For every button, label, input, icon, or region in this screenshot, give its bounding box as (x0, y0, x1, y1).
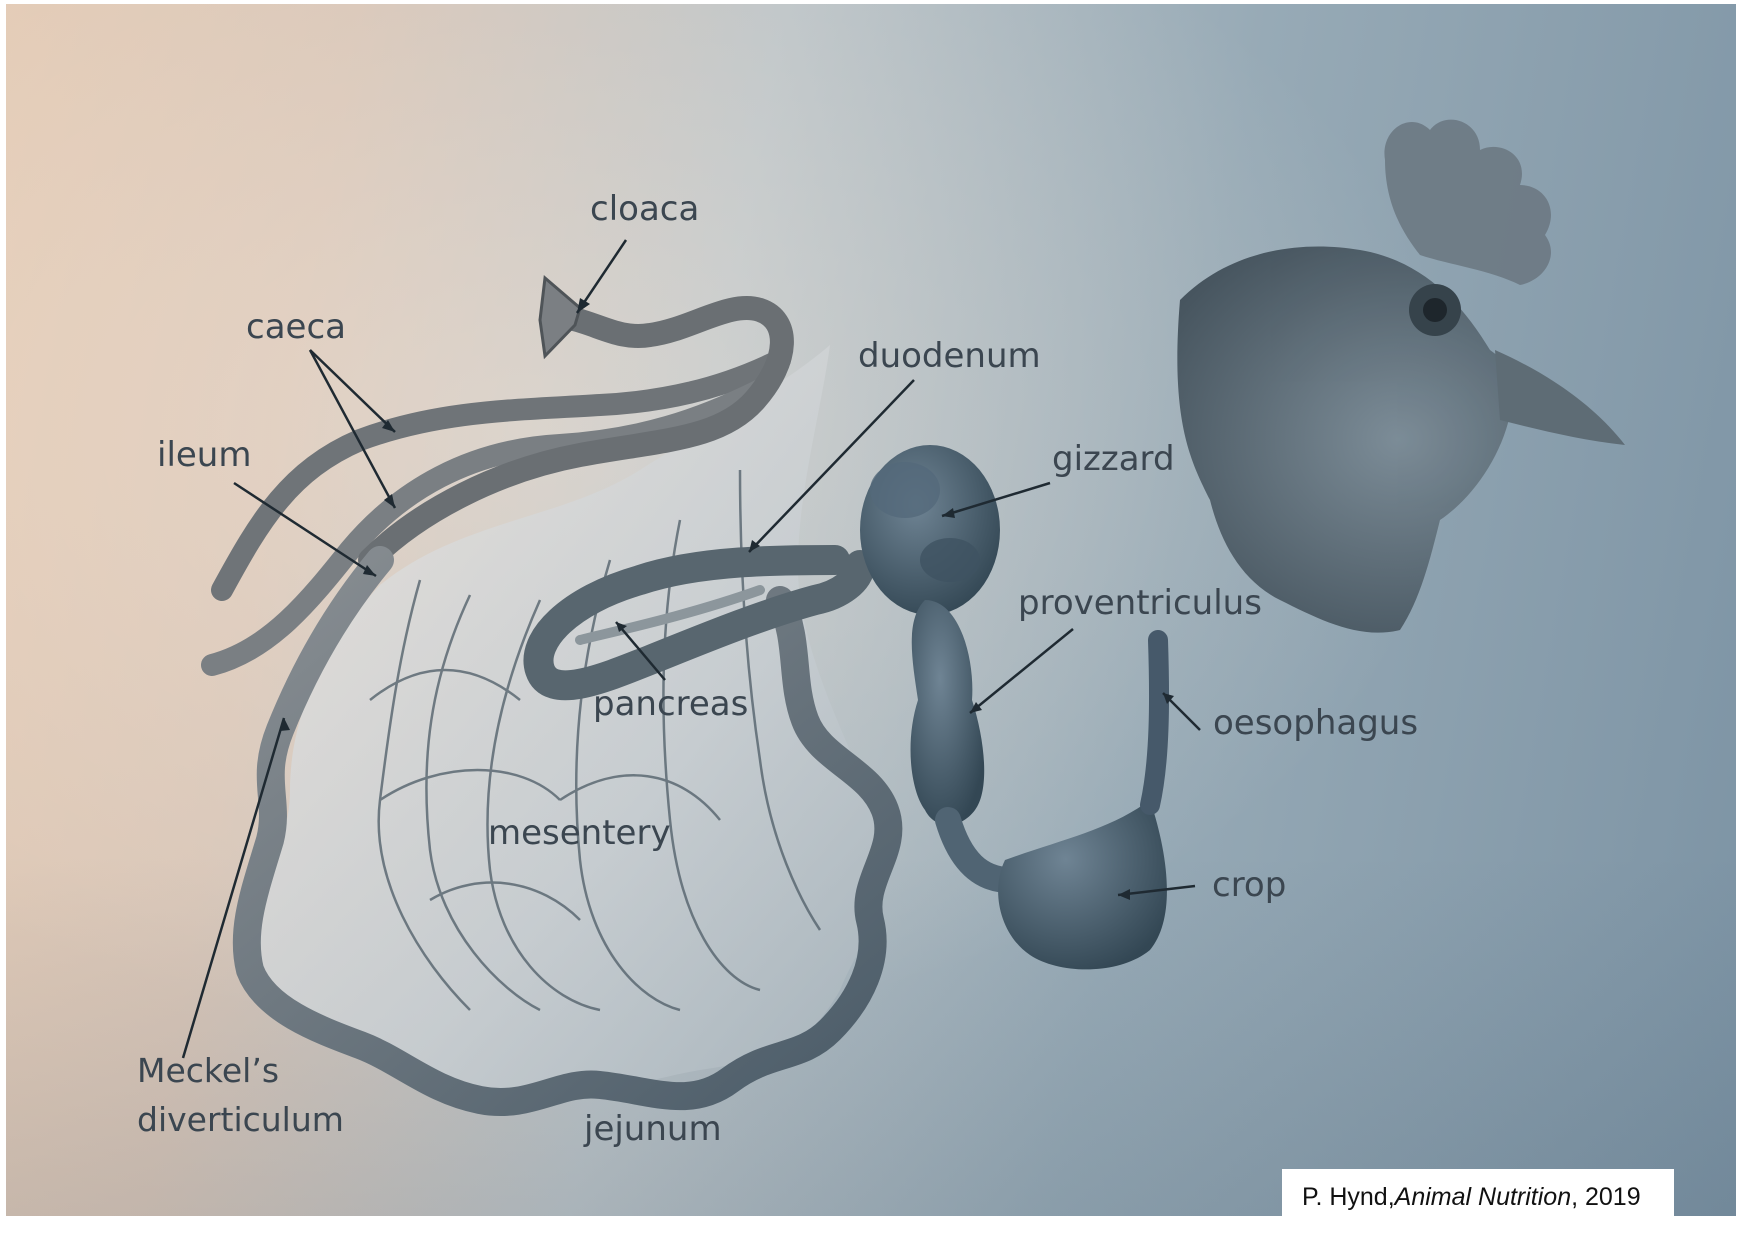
oesophagus-upper (1150, 640, 1159, 805)
crop-shape (998, 800, 1167, 969)
citation-title: Animal Nutrition (1395, 1183, 1571, 1212)
citation-year: , 2019 (1571, 1183, 1641, 1212)
label-gizzard: gizzard (1052, 440, 1175, 479)
label-jejunum: jejunum (584, 1110, 722, 1149)
label-meckels-line1: Meckel’s (137, 1052, 279, 1090)
label-mesentery: mesentery (488, 814, 671, 853)
label-caeca: caeca (246, 308, 346, 347)
oesophagus-lower (948, 820, 1010, 880)
label-cloaca: cloaca (590, 190, 699, 229)
label-meckels-line2: diverticulum (137, 1101, 344, 1139)
citation-box: P. Hynd, Animal Nutrition, 2019 (1282, 1169, 1674, 1225)
label-crop: crop (1212, 866, 1286, 905)
proventriculus-shape (911, 600, 985, 825)
citation-author: P. Hynd, (1302, 1183, 1395, 1212)
label-proventriculus: proventriculus (1018, 584, 1262, 623)
label-duodenum: duodenum (858, 337, 1041, 376)
label-pancreas: pancreas (593, 685, 748, 724)
label-oesophagus: oesophagus (1213, 704, 1418, 743)
label-ileum: ileum (157, 436, 251, 475)
chicken-head (1177, 120, 1625, 633)
cloaca-shape (540, 278, 580, 356)
